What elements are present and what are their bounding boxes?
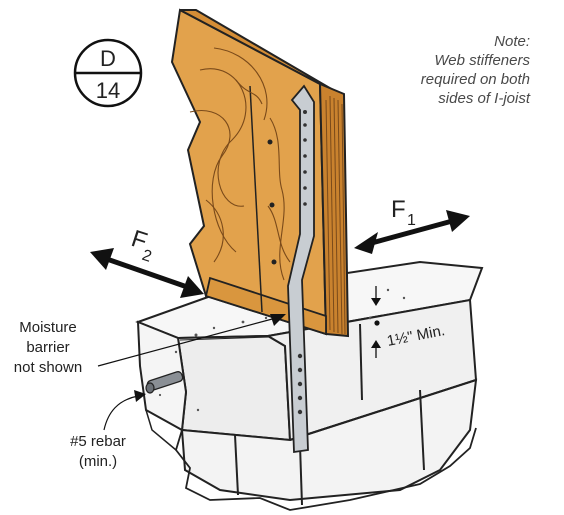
force-f1-arrowhead-right	[446, 210, 470, 232]
masonry-wall	[135, 260, 484, 511]
force-f1: F 1	[354, 196, 470, 254]
force-f2-arrowhead-left	[90, 248, 114, 270]
force-f2-arrowhead-right	[180, 276, 204, 298]
i-joist	[170, 8, 350, 338]
detail-marker-number: 14	[96, 78, 120, 103]
note-line-1: Note:	[494, 33, 530, 50]
moisture-leader	[97, 317, 277, 367]
strap-tie-body	[287, 84, 315, 454]
force-f1-arrowhead-left	[354, 232, 378, 254]
rebar-leader	[103, 395, 139, 431]
rebar-label-line-2: (min.)	[79, 453, 117, 470]
note-line-4: sides of I-joist	[438, 90, 531, 107]
force-f1-letter: F	[391, 196, 406, 223]
rebar-callout: #5 rebar (min.)	[70, 390, 146, 470]
force-f1-subscript: 1	[407, 212, 416, 229]
strap-tie	[287, 84, 315, 454]
moisture-label-line-2: barrier	[26, 339, 69, 356]
moisture-label-line-1: Moisture	[19, 319, 77, 336]
moisture-barrier-callout: Moisture barrier not shown	[14, 314, 286, 376]
note-line-2: Web stiffeners	[434, 52, 530, 69]
detail-marker-letter: D	[100, 46, 116, 71]
detail-marker: D 14	[73, 38, 143, 108]
bond-beam-front-face	[176, 334, 292, 442]
rebar-label-line-1: #5 rebar	[70, 433, 126, 450]
moisture-label-line-3: not shown	[14, 359, 82, 376]
force-f2: F 2	[90, 225, 204, 298]
note: Note: Web stiffeners required on both si…	[421, 33, 531, 107]
note-line-3: required on both	[421, 71, 530, 88]
rebar	[145, 371, 184, 394]
